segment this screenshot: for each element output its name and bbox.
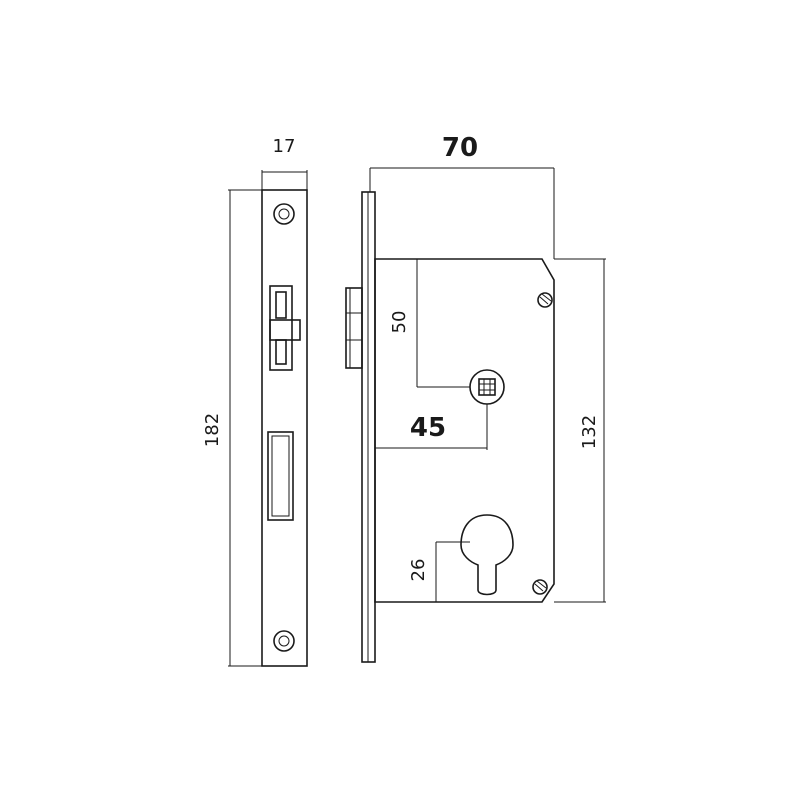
faceplate-outline <box>261 189 308 667</box>
bolt-slot <box>267 431 294 521</box>
dim-faceplate-height: 182 <box>202 413 223 447</box>
dim-spindle-offset: 50 <box>389 311 410 334</box>
faceplate-bottom-screw-icon <box>273 630 295 652</box>
latch-side <box>345 287 363 369</box>
latch-slot <box>269 285 301 371</box>
case-bottom-screw-icon <box>532 579 548 595</box>
faceplate-top-screw-icon <box>273 203 295 225</box>
dim-faceplate-width: 17 <box>273 136 296 157</box>
lock-case <box>374 258 555 603</box>
spindle-follower-icon <box>469 369 505 405</box>
lock-body-view: 70 132 50 45 26 <box>345 133 606 663</box>
case-top-screw-icon <box>537 292 553 308</box>
faceplate-view: 17 182 <box>202 136 308 667</box>
cylinder-cutout <box>460 514 514 596</box>
dim-backset: 45 <box>410 413 446 443</box>
dim-cylinder-offset: 26 <box>408 559 429 582</box>
dim-case-height: 132 <box>579 415 600 449</box>
dim-case-depth: 70 <box>442 133 478 163</box>
